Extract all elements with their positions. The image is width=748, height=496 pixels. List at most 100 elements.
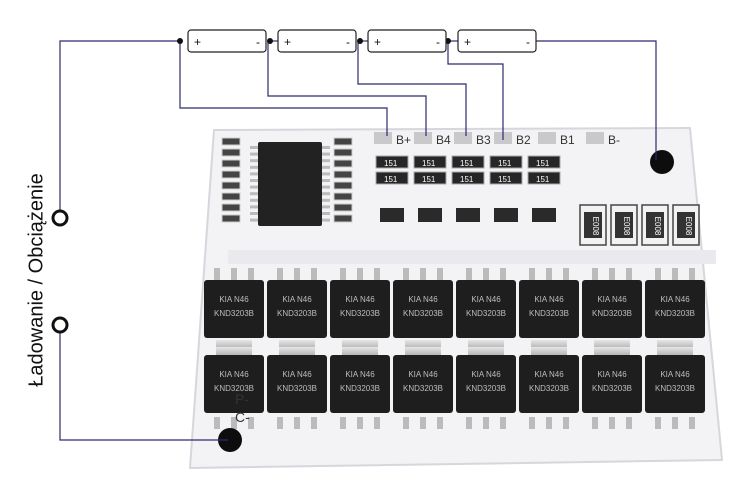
resistor xyxy=(451,171,485,185)
mosfet-marking: KIA N46 xyxy=(219,370,249,379)
mosfet-leg xyxy=(609,417,615,429)
mosfet-leg xyxy=(311,417,317,429)
smd-component xyxy=(221,203,241,212)
mosfet-marking: KND3203B xyxy=(277,384,317,393)
battery-cell: +- xyxy=(457,29,537,53)
battery-plus-label: + xyxy=(194,35,201,49)
shunt-body xyxy=(584,212,602,238)
mosfet-body xyxy=(330,355,390,413)
balance-pad xyxy=(374,132,392,144)
load-terminal-plus[interactable] xyxy=(51,209,69,227)
battery-minus-label: - xyxy=(526,35,530,49)
mosfet-body xyxy=(330,280,390,338)
smd-component xyxy=(333,159,353,168)
shunt-body xyxy=(615,212,633,238)
balance-pad-label: B- xyxy=(608,133,620,147)
mosfet-leg xyxy=(529,417,535,429)
battery-cell: +- xyxy=(367,29,447,53)
battery-minus-label: - xyxy=(256,35,260,49)
mosfet-marking: KIA N46 xyxy=(345,295,375,304)
small-transistor xyxy=(418,208,442,222)
balance-pad xyxy=(538,132,556,144)
mosfet-marking: KND3203B xyxy=(277,309,317,318)
mosfet-leg xyxy=(546,417,552,429)
balance-pad-label: B4 xyxy=(436,133,451,147)
mosfet-leg xyxy=(340,417,346,429)
mosfet-leg xyxy=(626,268,632,280)
mosfet-leg xyxy=(437,417,443,429)
balance-pad-label: B2 xyxy=(516,133,531,147)
resistor-code: 151 xyxy=(498,175,512,184)
mosfet-body xyxy=(204,355,264,413)
resistor xyxy=(527,155,561,169)
mosfet-marking: KND3203B xyxy=(529,309,569,318)
mosfet-body xyxy=(393,355,453,413)
mosfet-body xyxy=(582,280,642,338)
smd-component xyxy=(333,192,353,201)
wiring xyxy=(59,40,657,441)
pad-label-p-minus: P- xyxy=(235,391,249,407)
mosfet-body xyxy=(204,280,264,338)
battery-body xyxy=(187,29,267,53)
battery-minus-label: - xyxy=(436,35,440,49)
mosfet-leg xyxy=(546,268,552,280)
mosfet-leg xyxy=(214,268,220,280)
mosfet-marking: KIA N46 xyxy=(408,295,438,304)
mosfet-marking: KIA N46 xyxy=(282,295,312,304)
smd-component xyxy=(221,214,241,223)
mosfet-marking: KIA N46 xyxy=(408,370,438,379)
smd-component xyxy=(333,148,353,157)
mosfet-leg xyxy=(248,417,254,429)
mosfet-marking: KND3203B xyxy=(340,309,380,318)
smd-component xyxy=(333,203,353,212)
shunt-body xyxy=(646,212,664,238)
mosfet-leg xyxy=(340,268,346,280)
mosfet-leg xyxy=(689,417,695,429)
mosfet-leg xyxy=(374,268,380,280)
small-transistor xyxy=(532,208,556,222)
load-terminal-minus[interactable] xyxy=(51,316,69,334)
resistor-code: 151 xyxy=(384,175,398,184)
mosfet-leg xyxy=(689,268,695,280)
battery-cell: +- xyxy=(277,29,357,53)
mosfet-leg xyxy=(403,417,409,429)
battery-body xyxy=(457,29,537,53)
small-transistor xyxy=(380,208,404,222)
battery-body xyxy=(367,29,447,53)
battery-cells: +-+-+-+- xyxy=(187,29,537,53)
shunt-body xyxy=(677,212,695,238)
mosfet-marking: KND3203B xyxy=(340,384,380,393)
p-minus-terminal xyxy=(218,428,242,452)
mosfet-leg xyxy=(500,268,506,280)
resistor xyxy=(489,155,523,169)
mosfet-body xyxy=(645,355,705,413)
mosfet-leg xyxy=(483,268,489,280)
smd-component xyxy=(221,159,241,168)
mosfet-body xyxy=(267,280,327,338)
mosfet-leg xyxy=(420,268,426,280)
mosfet-leg xyxy=(294,268,300,280)
battery-minus-label: - xyxy=(346,35,350,49)
mosfet-marking: KND3203B xyxy=(466,384,506,393)
smd-component xyxy=(333,137,353,146)
smd-component xyxy=(221,170,241,179)
mosfet-marking: KIA N46 xyxy=(534,295,564,304)
mosfet-body xyxy=(267,355,327,413)
resistor-code: 151 xyxy=(536,159,550,168)
mosfet-leg xyxy=(483,417,489,429)
mosfet-leg xyxy=(277,268,283,280)
mosfet-leg xyxy=(563,268,569,280)
mosfet-leg xyxy=(592,417,598,429)
resistor xyxy=(375,171,409,185)
small-transistor xyxy=(494,208,518,222)
smd-component xyxy=(333,181,353,190)
